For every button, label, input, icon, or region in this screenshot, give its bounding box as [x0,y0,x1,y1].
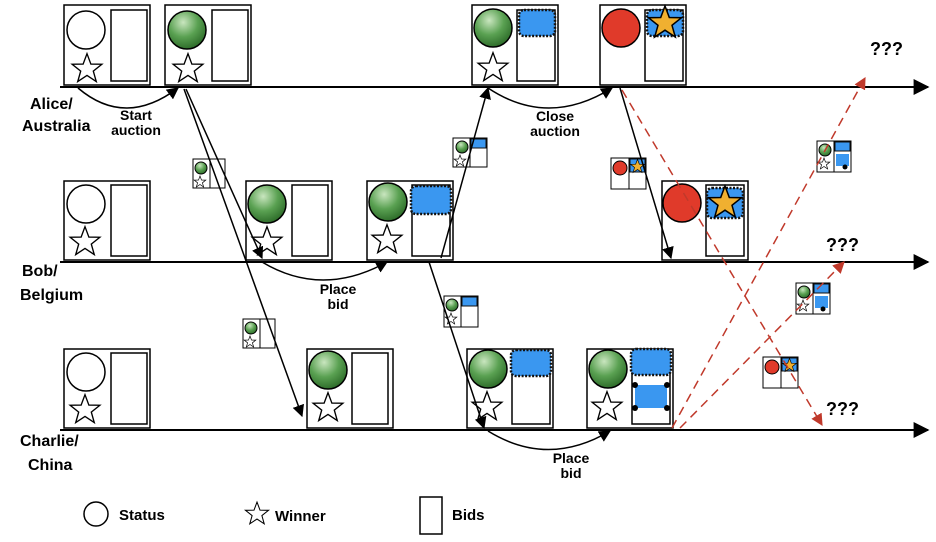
bid-new-corner [664,382,670,388]
label-charlie-place-bid-line2: bid [561,465,582,481]
state-box-bob-closed [661,180,749,261]
arrow-close-to-charlie [621,89,823,427]
label-start-auction-line2: auction [111,122,161,138]
bid-blob [509,348,553,378]
unknown-outcome-bob: ??? [826,235,859,255]
state-box-bob-with-bid [366,180,454,261]
arrow-start-to-bob [185,88,264,260]
lane-label-alice-line1: Alice/ [30,96,73,113]
divergent-arrows [621,76,866,429]
bid-blob [629,347,673,377]
message-close-to-charlie [762,356,799,389]
status-circle [308,350,348,390]
bids-box [110,184,148,257]
state-box-alice-with-bid [471,4,559,86]
status-circle [66,184,106,224]
bid-blob [517,8,557,38]
lane-label-charlie-line2: China [28,457,73,474]
arrow-close-to-bob [619,87,674,260]
arrow-start-to-charlie [183,88,304,418]
legend-winner-star-icon [244,501,270,525]
message-charlie-bid-to-bob [795,282,831,315]
replication-arrows [183,86,674,430]
status-circle [468,349,508,389]
state-box-charlie-initial [63,348,151,429]
arrow-bob-bid-to-alice [440,86,491,259]
legend-bids-label: Bids [452,507,485,524]
legend-winner-label: Winner [275,508,326,525]
arrow-bob-bid-to-charlie [428,261,487,430]
status-circle [662,183,702,223]
bids-box [110,9,148,82]
unknown-outcome-alice: ??? [870,39,903,59]
label-charlie-place-bid-line1: Place [553,450,590,466]
state-box-bob-started [245,180,333,261]
bids-box [291,184,329,257]
status-circle [588,349,628,389]
message-bob-bid-to-alice [452,137,488,168]
action-arcs [77,87,614,451]
state-box-alice-initial [63,4,151,86]
legend: Status Winner Bids [83,496,485,535]
arc-start-auction [77,87,179,109]
bid-new-corner [632,405,638,411]
lane-label-bob-line1: Bob/ [22,263,58,280]
bids-box [351,352,389,425]
status-circle [66,10,106,50]
legend-status-icon [83,501,109,527]
arc-bob-place-bid [261,261,389,281]
status-circle [601,8,641,48]
arc-close-auction [487,87,614,109]
state-box-charlie-two-bids [586,347,674,429]
status-circle [473,8,513,48]
state-box-alice-closed [599,4,687,86]
label-start-auction-line1: Start [120,107,152,123]
status-circle [368,182,408,222]
bids-box [110,352,148,425]
legend-bids-icon [419,496,443,535]
state-box-alice-started [164,4,252,86]
bid-new-corner [664,405,670,411]
bids-box [211,9,249,82]
bid-new-corner [632,382,638,388]
status-circle [247,184,287,224]
legend-status-label: Status [119,507,165,524]
timelines [60,79,930,438]
lane-label-bob-line2: Belgium [20,287,83,304]
state-box-charlie-with-bob-bid [466,348,554,429]
label-bob-place-bid-line2: bid [328,296,349,312]
arc-charlie-place-bid [487,430,612,451]
state-box-bob-initial [63,180,151,261]
lane-label-alice-line2: Australia [22,118,91,135]
arrow-charlie-bid-to-alice [671,76,866,429]
arrow-charlie-bid-to-bob [679,261,845,429]
label-close-auction-line2: auction [530,123,580,139]
message-close-to-bob [610,157,647,190]
state-box-charlie-started [306,348,394,429]
status-circle [66,352,106,392]
bid-new [635,385,667,408]
message-charlie-bid-to-alice [816,140,852,173]
label-close-auction-line1: Close [536,108,574,124]
label-bob-place-bid-line1: Place [320,281,357,297]
message-start-to-charlie [242,318,276,349]
status-circle [167,10,207,50]
lane-label-charlie-line1: Charlie/ [20,433,79,450]
bid-blob [409,184,453,216]
unknown-outcome-charlie: ??? [826,399,859,419]
